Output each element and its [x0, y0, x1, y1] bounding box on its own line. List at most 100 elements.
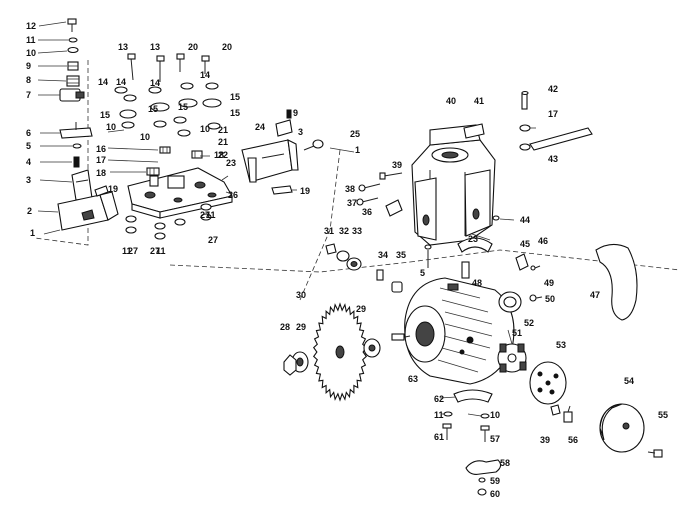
bolt-61 [442, 423, 452, 440]
washer-10d [480, 413, 490, 419]
part-label-53: 53 [556, 340, 566, 350]
part-label-5: 5 [26, 141, 31, 151]
spring-18b [191, 150, 203, 159]
pin-42 [521, 90, 529, 110]
washer-27d [174, 218, 186, 226]
screw-50 [529, 294, 543, 302]
part-label-9: 9 [26, 61, 31, 71]
part-label-55: 55 [658, 410, 668, 420]
bracket-62 [453, 389, 493, 403]
washer-11d [443, 411, 453, 417]
part-label-56: 56 [568, 435, 578, 445]
part-label-10: 10 [200, 124, 210, 134]
part-label-6: 6 [26, 128, 31, 138]
pin-34 [376, 269, 384, 281]
part-label-33: 33 [352, 226, 362, 236]
end-cover-54 [599, 403, 645, 453]
part-label-27: 27 [128, 246, 138, 256]
part-label-7: 7 [26, 90, 31, 100]
part-label-11: 11 [206, 210, 216, 220]
washer-27b [154, 232, 166, 240]
spring-16 [159, 146, 171, 154]
part-label-41: 41 [474, 96, 484, 106]
part-label-25: 25 [350, 129, 360, 139]
handle-block-2 [57, 191, 119, 231]
washer-15a [178, 98, 198, 108]
part-label-11: 11 [122, 246, 132, 256]
washer-15c [150, 102, 170, 112]
washer-15b [202, 98, 222, 108]
motor-housing-upper [356, 90, 638, 321]
part-label-3: 3 [298, 127, 303, 137]
part-label-10: 10 [140, 132, 150, 142]
part-label-37: 37 [347, 198, 357, 208]
part-label-50: 50 [545, 294, 555, 304]
bushing-35 [391, 281, 403, 293]
part-label-13: 13 [118, 42, 128, 52]
washer-5b [424, 244, 432, 250]
part-label-27: 27 [200, 210, 210, 220]
bolt-13b [156, 55, 165, 82]
part-label-14: 14 [116, 77, 126, 87]
pin-48 [461, 261, 470, 279]
washer-5 [72, 143, 82, 149]
washer-44 [492, 215, 500, 221]
part-label-3: 3 [26, 175, 31, 185]
part-label-58: 58 [500, 458, 510, 468]
part-label-39: 39 [392, 160, 402, 170]
part-label-23: 23 [226, 158, 236, 168]
part-label-57: 57 [490, 434, 500, 444]
part-label-46: 46 [538, 236, 548, 246]
bracket-24 [241, 139, 299, 183]
screw-60 [477, 488, 487, 496]
nut-39b [550, 404, 561, 416]
screw-37 [356, 197, 379, 206]
part-label-63: 63 [408, 374, 418, 384]
part-label-31: 31 [324, 226, 334, 236]
part-label-60: 60 [490, 489, 500, 499]
part-label-34: 34 [378, 250, 388, 260]
screw-25 [303, 139, 324, 151]
part-label-1: 1 [30, 228, 35, 238]
nut-19-right [271, 185, 293, 195]
knob-7 [59, 88, 85, 102]
clamp-6 [59, 122, 93, 139]
bolt-13a [127, 53, 136, 81]
fan-52 [497, 343, 527, 373]
washer-10 [67, 46, 79, 54]
lever-58 [465, 459, 502, 475]
washer-14a [114, 86, 128, 94]
screw-39 [379, 172, 403, 180]
washer-21a [177, 129, 191, 137]
part-label-29: 29 [356, 304, 366, 314]
part-label-24: 24 [255, 122, 265, 132]
washer-17 [519, 124, 531, 132]
part-label-62: 62 [434, 394, 444, 404]
part-label-42: 42 [548, 84, 558, 94]
part-label-44: 44 [520, 215, 530, 225]
part-45 [515, 253, 529, 271]
part-label-47: 47 [590, 290, 600, 300]
bracket-3 [71, 169, 93, 201]
part-label-27: 27 [150, 246, 160, 256]
part-label-38: 38 [345, 184, 355, 194]
washer-15d [119, 109, 137, 119]
part-label-23: 23 [468, 234, 478, 244]
bolt-12 [67, 18, 77, 32]
part-label-9: 9 [293, 108, 298, 118]
part-label-14: 14 [150, 78, 160, 88]
washer-11b [154, 222, 166, 230]
bearing-49 [498, 291, 522, 313]
part-label-20: 20 [188, 42, 198, 52]
part-label-8: 8 [26, 75, 31, 85]
yoke-plate [127, 167, 233, 219]
tab-41 [463, 123, 485, 139]
part-label-13: 13 [150, 42, 160, 52]
nut-31 [325, 243, 337, 255]
washer-32 [336, 250, 350, 262]
part-label-17: 17 [96, 155, 106, 165]
part-label-12: 12 [26, 21, 36, 31]
saw-blade-30 [312, 302, 368, 402]
